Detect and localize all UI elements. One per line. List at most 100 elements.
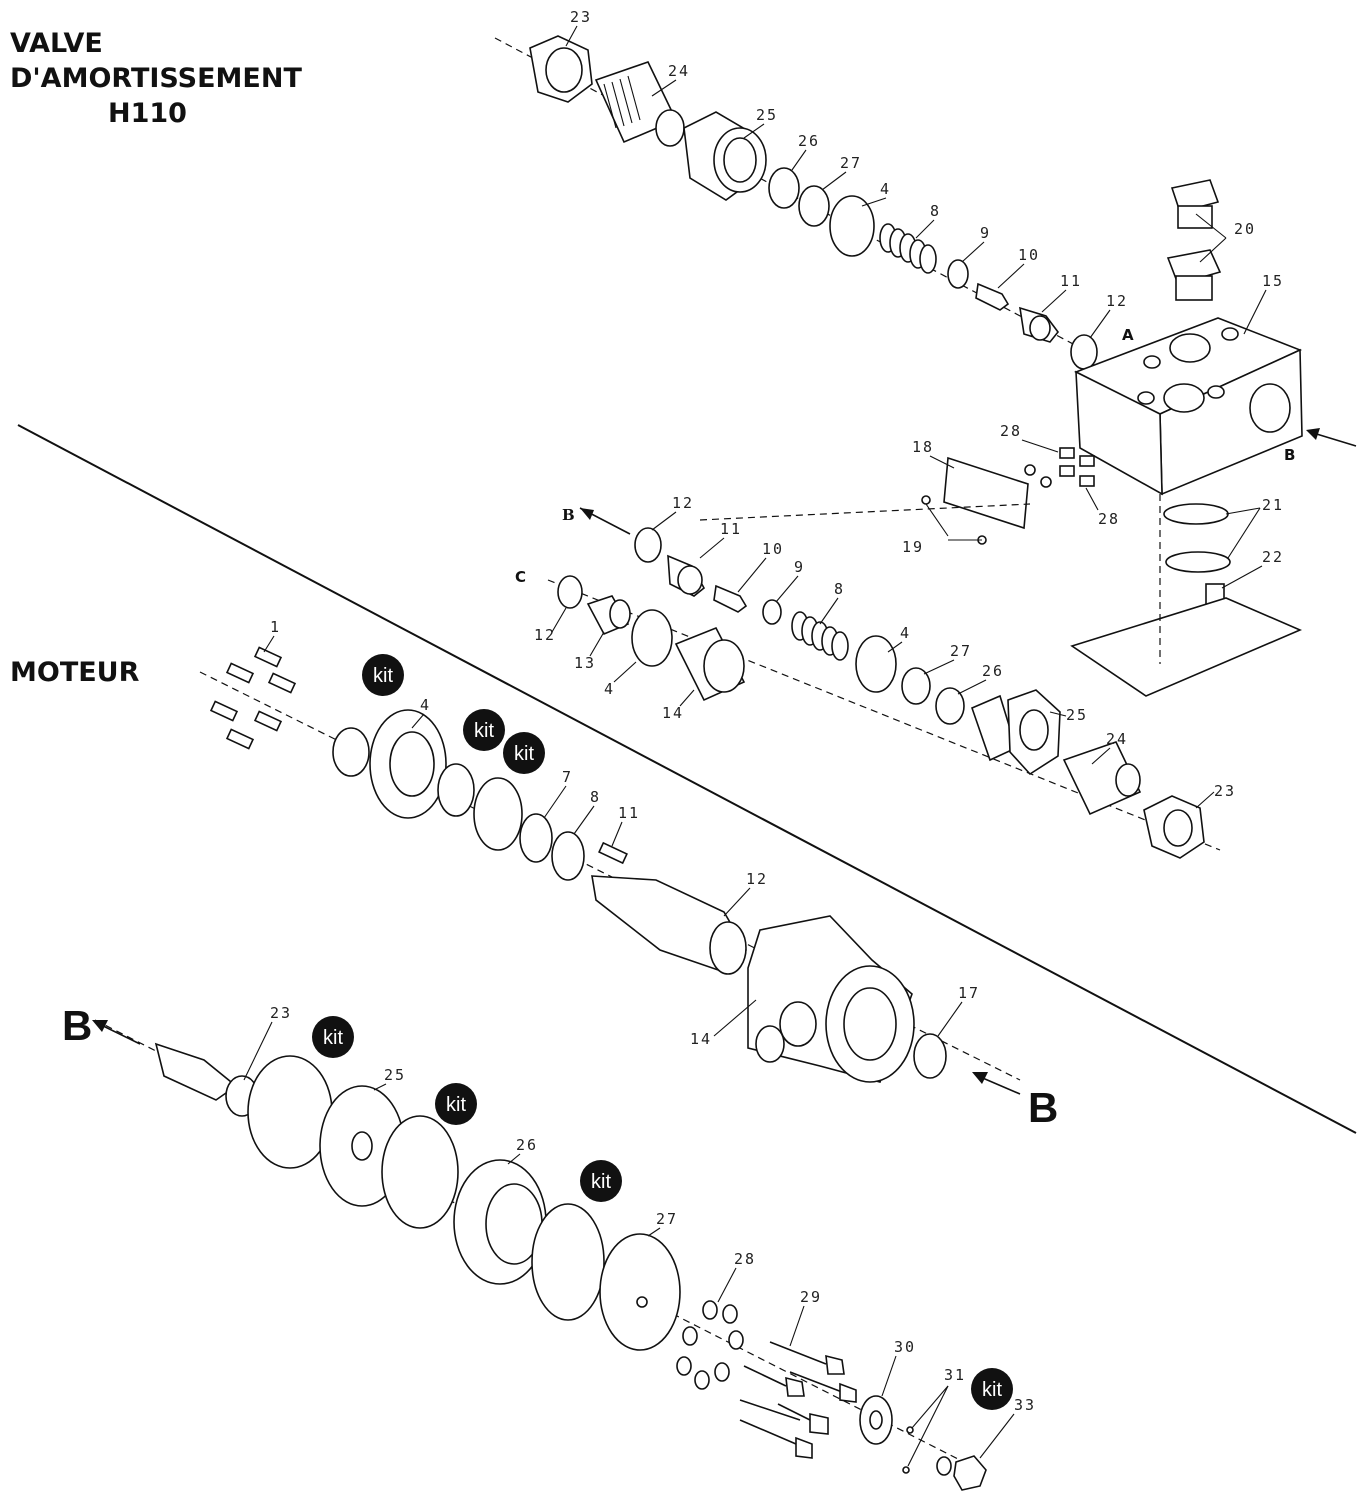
valve-upper-cartridge-assembly — [494, 35, 1098, 370]
callout-label: 30 — [894, 1338, 916, 1356]
callout-label: 8 — [590, 788, 601, 806]
kit-badge: kit — [362, 654, 404, 696]
callout-label: 28 — [1098, 510, 1120, 528]
callout-label: 31 — [944, 1366, 966, 1384]
motor-kit-o-ring-2 — [381, 1115, 459, 1229]
motor-part-14-housing — [747, 915, 915, 1083]
callout-label: 20 — [1234, 220, 1256, 238]
svg-text:kit: kit — [373, 665, 393, 687]
flow-arrowhead-b-in — [1306, 428, 1320, 440]
callout-label: 27 — [950, 642, 972, 660]
motor-flow-label-b-left: B — [62, 1002, 92, 1049]
valve-part-23-lock-nut — [529, 35, 593, 103]
valve-lower-part-24-adjuster-sleeve — [1062, 741, 1142, 816]
callout-label: 26 — [798, 132, 820, 150]
valve-part-27-o-ring — [798, 185, 830, 227]
motor-part-31-pins — [902, 1385, 949, 1474]
callout-label: 1 — [270, 618, 281, 636]
callout-label: 21 — [1262, 496, 1284, 514]
callout-label: 28 — [1000, 422, 1022, 440]
callout-label: 19 — [902, 538, 924, 556]
valve-lower-part-4b-o-ring — [631, 609, 673, 667]
motor-part-28-seal-washers — [676, 1300, 744, 1390]
valve-lower-part-13-seat-insert — [586, 595, 631, 636]
callout-label: 9 — [980, 224, 991, 242]
valve-title-line-2: D'AMORTISSEMENT — [10, 63, 302, 94]
callout-label: 23 — [1214, 782, 1236, 800]
valve-lower-cartridge-assembly — [547, 503, 1221, 859]
kit-badge: kit — [435, 1083, 477, 1125]
valve-title-line-1: VALVE — [10, 28, 103, 59]
motor-part-8-thrust-bearing — [551, 831, 585, 881]
motor-part-7-washer — [519, 813, 553, 863]
motor-part-12-output-shaft — [591, 875, 748, 975]
svg-text:kit: kit — [591, 1171, 611, 1193]
valve-mounting-plate — [1070, 597, 1303, 697]
callout-label: 4 — [604, 680, 615, 698]
motor-kit-seal-ring — [332, 727, 370, 777]
valve-part-8-spring — [879, 223, 937, 274]
callout-label: 11 — [618, 804, 640, 822]
valve-part-21-o-rings — [1163, 503, 1231, 573]
valve-section-title: VALVE D'AMORTISSEMENT H110 — [10, 26, 302, 131]
callout-label: 15 — [1262, 272, 1284, 290]
motor-part-33-plug — [953, 1455, 987, 1491]
section-divider-line — [17, 424, 1357, 1134]
kit-badge: kit — [312, 1016, 354, 1058]
motor-rear-assembly — [92, 1019, 987, 1491]
valve-lower-part-12b-o-ring — [557, 575, 583, 609]
valve-lower-part-4-o-ring — [855, 635, 897, 693]
callout-label: 12 — [746, 870, 768, 888]
valve-part-12-o-ring — [1070, 334, 1098, 370]
callout-label: 4 — [420, 696, 431, 714]
valve-part-26-backup-ring — [768, 167, 800, 209]
svg-text:kit: kit — [982, 1379, 1002, 1401]
valve-callout-numbers: 23 24 25 26 27 4 8 9 10 11 12 20 15 28 — [534, 8, 1284, 809]
motor-part-11-key — [598, 841, 628, 865]
valve-lower-part-8-spring — [791, 611, 849, 661]
kit-badge: kit — [463, 709, 505, 751]
kit-badge: kit — [580, 1160, 622, 1202]
callout-label: 33 — [1014, 1396, 1036, 1414]
callout-label: 12 — [534, 626, 556, 644]
valve-part-18-nameplate — [943, 456, 1029, 530]
motor-part-26-gerotor — [453, 1159, 547, 1285]
callout-label: 27 — [840, 154, 862, 172]
motor-flow-arrow-b-in — [977, 1075, 1021, 1095]
callout-label: 14 — [662, 704, 684, 722]
callout-label: 9 — [794, 558, 805, 576]
valve-part-25-valve-body-plug — [683, 111, 767, 201]
callout-label: 14 — [690, 1030, 712, 1048]
motor-kit-o-ring-3 — [531, 1203, 605, 1321]
motor-flow-label-b-right: B — [1028, 1084, 1058, 1131]
callout-label: 7 — [562, 768, 573, 786]
motor-front-axis — [199, 671, 1021, 1081]
valve-part-4-o-ring — [829, 195, 875, 257]
valve-lower-part-12-o-ring — [634, 527, 662, 563]
motor-kit-small-o-ring — [936, 1456, 952, 1476]
callout-label: 23 — [570, 8, 592, 26]
motor-kit-shaft-seal — [437, 763, 475, 817]
callout-label: 12 — [672, 494, 694, 512]
port-label-a: A — [1122, 326, 1134, 344]
callout-label: 24 — [1106, 730, 1128, 748]
callout-label: 13 — [574, 654, 596, 672]
valve-part-28-check-plugs — [1024, 447, 1095, 488]
callout-label: 10 — [762, 540, 784, 558]
valve-lower-part-10-poppet — [713, 584, 748, 613]
kit-badge: kit — [503, 732, 545, 774]
valve-title-model: H110 — [108, 98, 187, 129]
callout-label: 24 — [668, 62, 690, 80]
valve-lower-part-11-seat — [667, 554, 706, 597]
callout-label: 8 — [834, 580, 845, 598]
svg-text:kit: kit — [474, 720, 494, 742]
motor-part-27-end-cover — [599, 1233, 681, 1351]
valve-block-assembly — [921, 179, 1357, 697]
valve-lower-part-25-valve-body-plug — [971, 689, 1061, 776]
callout-label: 10 — [1018, 246, 1040, 264]
callout-label: 22 — [1262, 548, 1284, 566]
valve-lower-part-23-lock-nut — [1143, 795, 1205, 859]
callout-label: 27 — [656, 1210, 678, 1228]
